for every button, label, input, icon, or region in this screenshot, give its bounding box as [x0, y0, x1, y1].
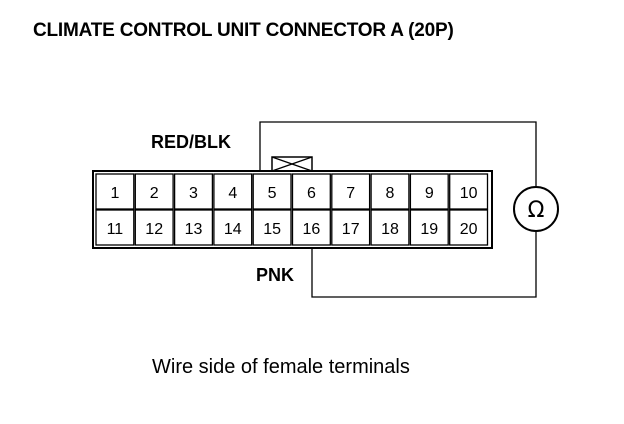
pin-label-17: 17: [342, 221, 360, 238]
pin-label-2: 2: [150, 185, 159, 202]
pin-cell-19: [409, 209, 449, 246]
pin-label-16: 16: [303, 221, 321, 238]
connector-lock-tab: [271, 156, 313, 172]
pin-cell-16: [291, 209, 331, 246]
ohmmeter-icon: Ω: [513, 186, 559, 232]
pin-label-19: 19: [420, 221, 438, 238]
pin-label-3: 3: [189, 185, 198, 202]
pin-label-7: 7: [346, 185, 355, 202]
pin-cell-3: [173, 173, 214, 210]
pin-cell-12: [134, 209, 174, 246]
wire-label-red-blk: RED/BLK: [151, 132, 231, 152]
pin-cell-8: [370, 173, 410, 210]
pin-label-14: 14: [224, 221, 242, 238]
pin-cell-14: [213, 209, 253, 246]
ohm-symbol: Ω: [528, 198, 545, 223]
pin-cell-1: [95, 173, 135, 210]
diagram-title: CLIMATE CONTROL UNIT CONNECTOR A (20P): [33, 20, 454, 41]
pin-label-6: 6: [307, 185, 316, 202]
pin-cell-13: [173, 209, 214, 246]
pin-cell-20: [449, 209, 489, 246]
pin-label-1: 1: [110, 185, 119, 202]
pin-label-13: 13: [185, 221, 203, 238]
pin-cell-2: [134, 173, 174, 210]
pin-label-10: 10: [460, 185, 478, 202]
diagram-caption: Wire side of female terminals: [152, 356, 410, 378]
pin-cell-15: [252, 209, 292, 246]
wire-pnk: [311, 232, 537, 298]
pin-label-12: 12: [145, 221, 163, 238]
pin-label-15: 15: [263, 221, 281, 238]
wire-red-blk: [259, 121, 537, 186]
pin-cell-11: [95, 209, 135, 246]
pin-label-11: 11: [107, 221, 124, 238]
pin-cell-5: [252, 173, 292, 210]
pin-label-5: 5: [268, 185, 277, 202]
pin-label-8: 8: [386, 185, 395, 202]
pin-cell-17: [331, 209, 371, 246]
pin-cell-6: [291, 173, 331, 210]
pin-cell-18: [370, 209, 410, 246]
pin-cell-7: [331, 173, 371, 210]
wire-label-pnk: PNK: [256, 265, 295, 285]
pin-label-4: 4: [228, 185, 237, 202]
pin-cell-4: [213, 173, 253, 210]
pin-label-18: 18: [381, 221, 399, 238]
pin-label-9: 9: [425, 185, 434, 202]
pin-cell-9: [409, 173, 449, 210]
pin-cell-10: [449, 173, 489, 210]
pin-label-20: 20: [460, 221, 478, 238]
